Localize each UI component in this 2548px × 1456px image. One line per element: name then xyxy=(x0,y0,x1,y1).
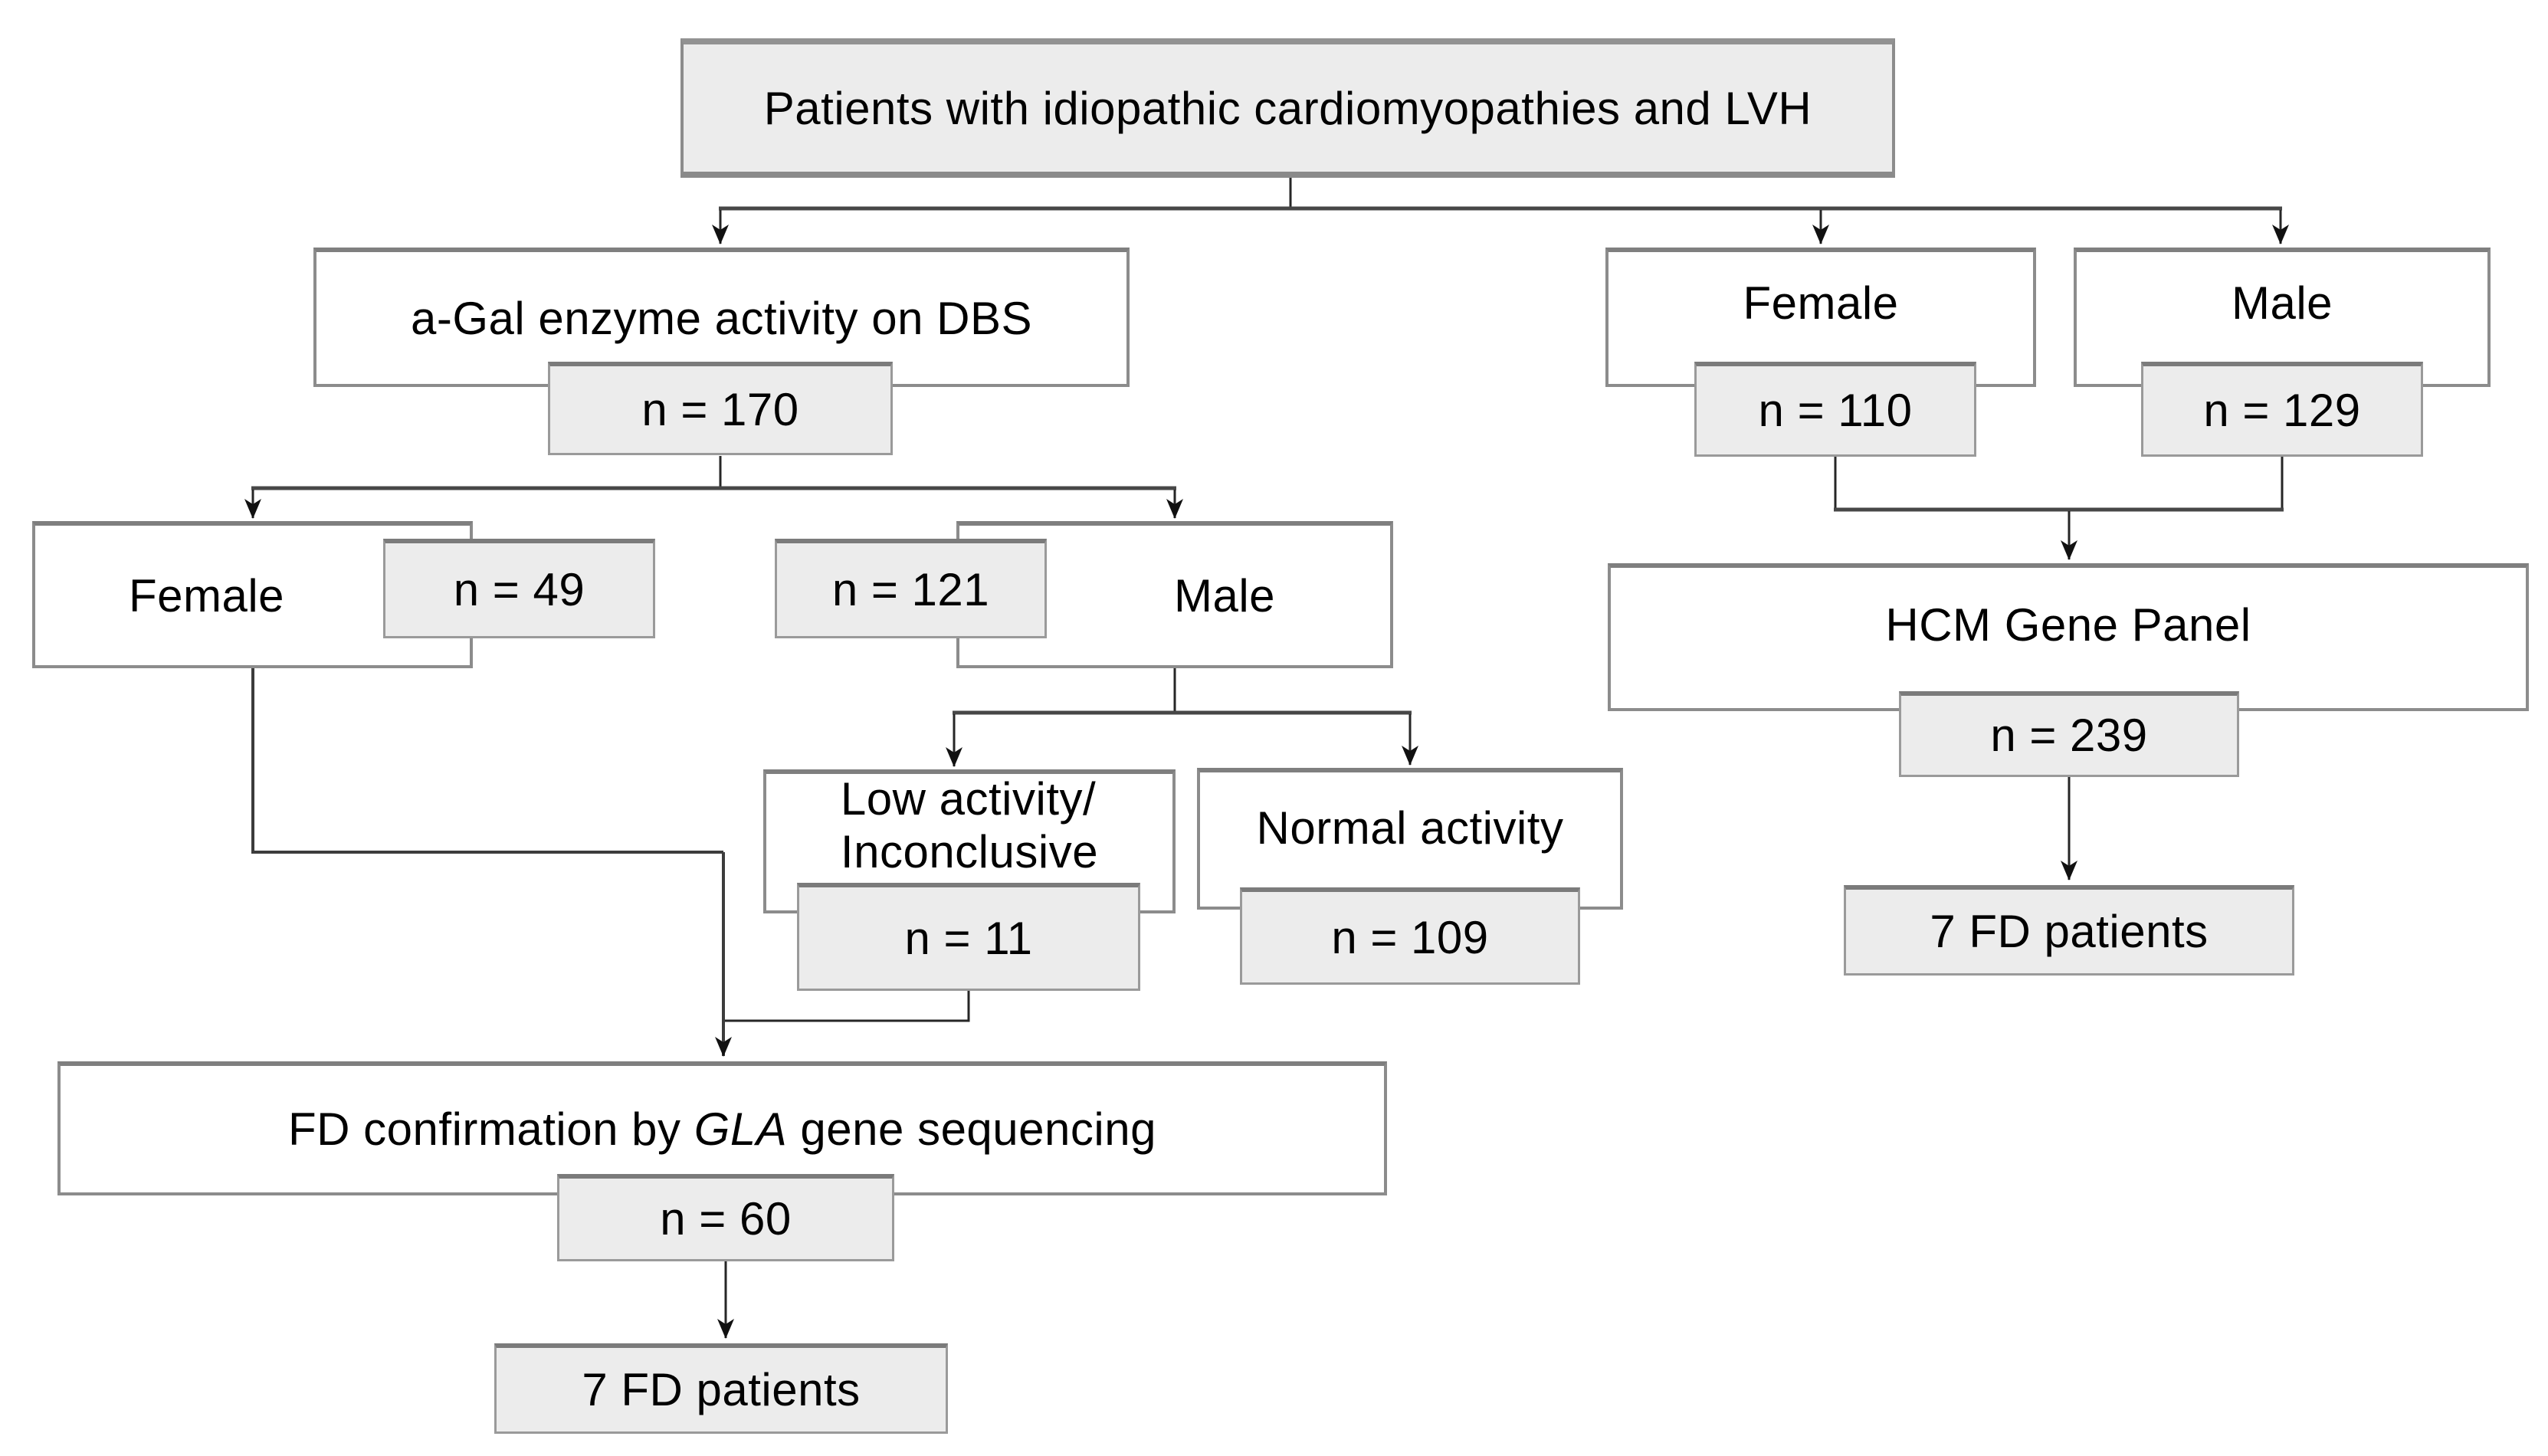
fd-result-left-box: 7 FD patients xyxy=(494,1343,948,1434)
fd-confirmation-label: FD confirmation by GLA gene sequencing xyxy=(288,1103,1156,1155)
female-right-n-box: n = 110 xyxy=(1694,362,1976,457)
male-right-n-box: n = 129 xyxy=(2141,362,2423,457)
hcm-panel-n-box: n = 239 xyxy=(1899,691,2239,777)
agal-n-box: n = 170 xyxy=(548,362,893,455)
gla-gene-italic: GLA xyxy=(694,1103,788,1155)
male-left-n-box: n = 121 xyxy=(775,539,1047,638)
female-left-n-label: n = 49 xyxy=(453,564,585,615)
root-box: Patients with idiopathic cardiomyopathie… xyxy=(680,38,1895,178)
low-activity-label: Low activity/ Inconclusive xyxy=(840,772,1099,877)
hcm-panel-box: HCM Gene Panel xyxy=(1608,563,2529,711)
low-activity-n-box: n = 11 xyxy=(797,883,1140,991)
agal-n-label: n = 170 xyxy=(641,384,799,435)
hcm-panel-label: HCM Gene Panel xyxy=(1885,598,2251,651)
agal-screening-label: a-Gal enzyme activity on DBS xyxy=(411,292,1032,344)
normal-activity-box: Normal activity xyxy=(1197,768,1623,910)
normal-activity-label: Normal activity xyxy=(1256,802,1564,854)
fd-result-right-box: 7 FD patients xyxy=(1844,885,2294,976)
female-left-n-box: n = 49 xyxy=(383,539,655,638)
fd-result-right-label: 7 FD patients xyxy=(1930,906,2209,957)
fd-confirmation-n-box: n = 60 xyxy=(557,1174,894,1261)
hcm-panel-n-label: n = 239 xyxy=(1990,710,2148,761)
fd-result-left-label: 7 FD patients xyxy=(582,1364,861,1415)
fd-confirmation-box: FD confirmation by GLA gene sequencing xyxy=(57,1061,1387,1195)
root-label: Patients with idiopathic cardiomyopathie… xyxy=(763,82,1812,134)
normal-activity-n-label: n = 109 xyxy=(1331,911,1489,963)
male-right-n-label: n = 129 xyxy=(2203,385,2361,436)
male-left-label: Male xyxy=(1173,569,1276,621)
female-left-label: Female xyxy=(128,569,285,621)
male-right-label: Male xyxy=(2231,277,2333,329)
female-right-label: Female xyxy=(1743,277,1899,329)
female-right-n-label: n = 110 xyxy=(1758,385,1913,436)
normal-activity-n-box: n = 109 xyxy=(1240,887,1580,985)
low-activity-n-label: n = 11 xyxy=(904,912,1033,964)
male-left-n-label: n = 121 xyxy=(831,564,990,615)
fd-confirmation-n-label: n = 60 xyxy=(660,1193,792,1244)
